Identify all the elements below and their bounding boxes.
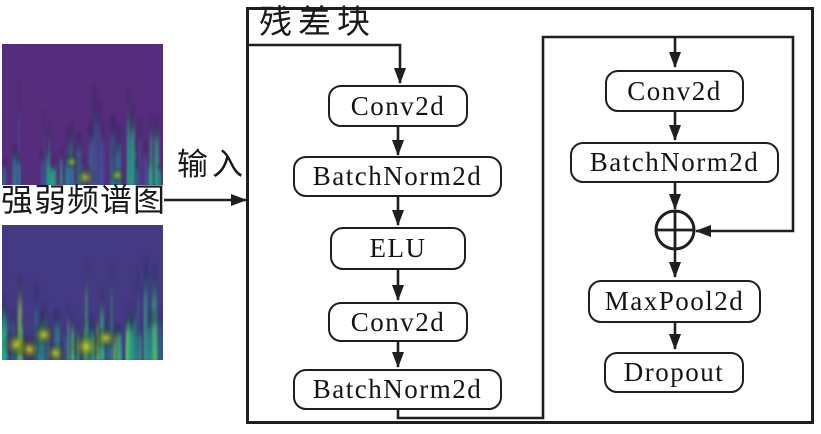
node-elu: ELU (330, 227, 466, 270)
input-label: 输入 (177, 147, 247, 182)
line-skip-connection (396, 35, 795, 420)
node-conv2d-1: Conv2d (328, 85, 468, 127)
residual-block-title: 残差块 (259, 5, 376, 41)
node-conv2d-2: Conv2d (328, 302, 468, 342)
arrow-entry-to-conv1 (249, 43, 406, 84)
add-operator-icon (654, 209, 696, 251)
spectrogram-caption: 强弱频谱图 (1, 182, 167, 218)
spectrogram-weak-image (2, 225, 163, 360)
node-batchnorm2d-2: BatchNorm2d (293, 369, 502, 410)
node-batchnorm2d-3: BatchNorm2d (570, 142, 779, 183)
node-maxpool2d: MaxPool2d (588, 280, 761, 323)
node-conv2d-3: Conv2d (605, 70, 744, 112)
node-batchnorm2d-1: BatchNorm2d (293, 156, 502, 197)
residual-block-container (246, 7, 814, 424)
node-dropout: Dropout (604, 352, 744, 393)
spectrogram-strong-image (2, 44, 163, 185)
